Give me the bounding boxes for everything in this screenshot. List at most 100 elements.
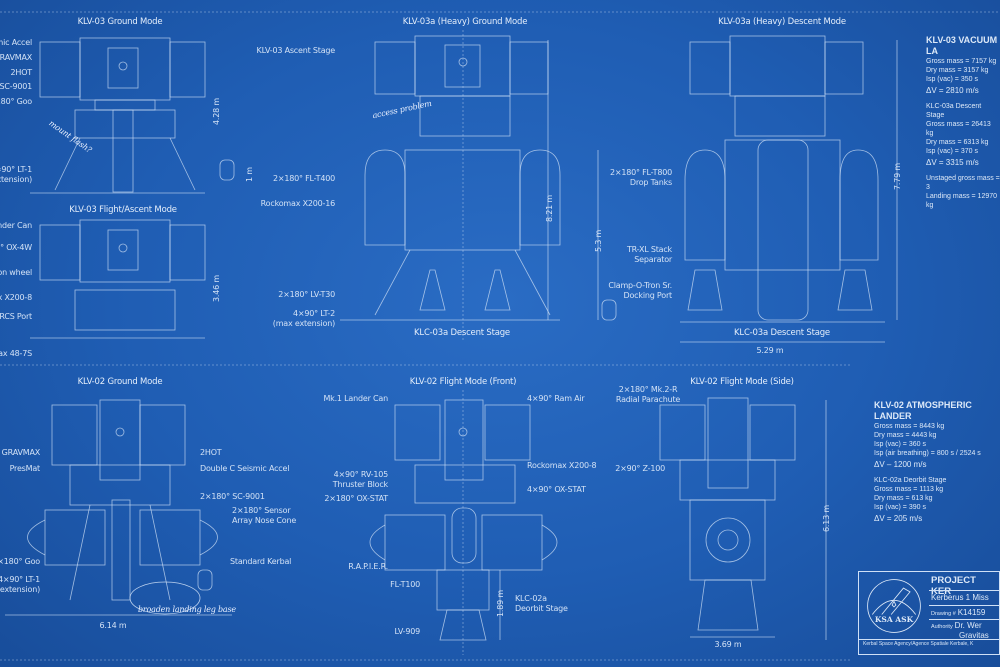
dim-klv03-height: 4.28 m: [212, 98, 221, 125]
callout-lt1-ext: extension): [0, 175, 32, 184]
klv02-ground-title: KLV-02 Ground Mode: [77, 377, 163, 387]
svg-text:KSA ASK: KSA ASK: [875, 615, 914, 624]
stat-line: Gross mass = 8443 kg: [874, 423, 945, 430]
callout-2hot: 2HOT: [10, 68, 33, 77]
klv03a-ground-drawing: [340, 35, 617, 321]
callout-oxstat-2: 2×180° OX-STAT: [324, 494, 388, 503]
callout-clamp-o-tron: Clamp-O-Tron Sr.: [608, 281, 672, 290]
stat-line: Gross mass = 26413 kg: [926, 121, 991, 137]
callout-lt1: =90° LT-1: [0, 165, 32, 174]
callout-x200-8: Rockomax X200-8: [527, 461, 597, 470]
callout-lander-can: Mk.1 Lander Can: [323, 394, 388, 403]
klv02-stats-heading: KLV-02 ATMOSPHERIC LANDER: [874, 400, 972, 421]
klv03a-descent-title: KLV-03a (Heavy) Descent Mode: [718, 17, 846, 27]
stat-line: Dry mass = 6313 kg: [926, 139, 989, 146]
callout-x200-16: Rockomax X200-16: [260, 199, 336, 208]
callout-thruster-block: Thruster Block: [332, 480, 388, 489]
stat-line: Dry mass = 613 kg: [874, 495, 933, 502]
stat-line: Dry mass = 3157 kg: [926, 67, 989, 74]
callout-lt2: 4×90° LT-2: [292, 309, 335, 318]
callout-lander-can: Lander Can: [0, 221, 32, 230]
callout-reaction-wheel: tion wheel: [0, 268, 32, 277]
dim-klv02-side-width: 3.69 m: [714, 640, 742, 649]
callout-goo: 2×180° Goo: [0, 557, 40, 566]
klv03-stats-block: KLV-03 VACUUM LA Gross mass = 7157 kg Dr…: [926, 35, 1000, 210]
callout-tr-xl: TR-XL Stack: [626, 245, 672, 254]
stat-line: Unstaged gross mass = 3: [926, 175, 1000, 191]
klv03-ground-drawing: [30, 37, 235, 194]
callout-lt1-ext: ax extension): [0, 585, 40, 594]
dim-klv03a-width: 5.29 m: [756, 346, 784, 355]
callout-gravmax: GRAVMAX: [0, 53, 32, 62]
klv02-side-title: KLV-02 Flight Mode (Side): [690, 377, 794, 387]
callout-fl-t400: 2×180° FL-T400: [272, 174, 335, 183]
callout-seismic: smic Accel: [0, 38, 32, 47]
stat-line: Isp (air breathing) = 800 s / 2524 s: [874, 450, 981, 457]
callout-ox4w: 0° OX-4W: [0, 243, 32, 252]
klv02-ground-drawing: [5, 399, 232, 616]
stat-line: Landing mass = 12970 kg: [926, 193, 998, 209]
dim-klc02a-height: 1.89 m: [496, 590, 505, 617]
klv03-stats-heading: KLV-03 VACUUM LA: [926, 35, 998, 56]
callout-presmat: PresMat: [9, 464, 41, 473]
callout-sensor: 2×180° Sensor: [232, 506, 291, 515]
callout-nose-cone: Array Nose Cone: [232, 516, 297, 525]
callout-rapier: R.A.P.I.E.R.: [348, 562, 388, 571]
drawing-label: Drawing #: [931, 611, 956, 617]
authority-org: Gravitas: [959, 631, 989, 640]
callout-mk2r: 2×180° Mk.2-R: [618, 385, 678, 394]
callout-fl-t100: FL-T100: [390, 580, 420, 589]
callout-separator: Separator: [634, 255, 672, 264]
callout-sc9001: ° SC-9001: [0, 82, 32, 91]
stat-line: Dry mass = 4443 kg: [874, 432, 937, 439]
callout-parachute: Radial Parachute: [615, 395, 681, 404]
stat-line: Isp (vac) = 360 s: [874, 441, 926, 448]
callout-docking-port: Docking Port: [623, 291, 673, 300]
klv02-front-drawing: [369, 399, 558, 641]
callout-fl-t800: 2×180° FL-T800: [609, 168, 672, 177]
callout-ram-air: 4×90° Ram Air: [527, 394, 585, 403]
klv03-ground-title: KLV-03 Ground Mode: [77, 17, 163, 27]
callout-deorbit-stage: Deorbit Stage: [515, 604, 568, 613]
stat-line: Gross mass = 7157 kg: [926, 58, 997, 65]
authority-label: Authority: [931, 624, 953, 630]
callout-z100: 2×90° Z-100: [615, 464, 665, 473]
callout-rcs-port: r RCS Port: [0, 312, 32, 321]
callout-48-7s: max 48-7S: [0, 349, 32, 358]
mission-name: Kerberus 1 Miss: [931, 593, 989, 602]
dim-klv03a-descent-height: 7.79 m: [893, 163, 902, 190]
dim-klv03a-height: 8.21 m: [545, 195, 554, 222]
callout-lt1: 4×90° LT-1: [0, 575, 40, 584]
callout-rv105: 4×90° RV-105: [333, 470, 389, 479]
dim-klc03a-height: 5.3 m: [594, 229, 603, 252]
authority-name: Dr. Wer: [954, 621, 982, 630]
klc03a-descent-label: KLC-03a Descent Stage: [734, 328, 830, 338]
klv02-front-title: KLV-02 Flight Mode (Front): [409, 377, 517, 387]
stat-line: ΔV = 3315 m/s: [926, 158, 979, 167]
project-title: PROJECT KER: [931, 575, 976, 597]
stat-line: Gross mass = 1113 kg: [874, 486, 944, 493]
klc03a-stage-label: KLC-03a Descent Stage: [414, 328, 510, 338]
callout-drop-tanks: Drop Tanks: [629, 178, 672, 187]
callout-seismic: Double C Seismic Accel: [200, 464, 290, 473]
callout-ascent-stage: KLV-03 Ascent Stage: [256, 46, 336, 55]
klv03-flight-title: KLV-03 Flight/Ascent Mode: [69, 205, 177, 215]
stat-line: KLC-03a Descent Stage: [926, 103, 982, 119]
klv03-flight-drawing: [30, 219, 206, 339]
callout-gravmax: GRAVMAX: [1, 448, 41, 457]
stat-line: Isp (vac) = 350 s: [926, 76, 978, 83]
dim-klv02-height: 6.13 m: [822, 505, 831, 532]
stat-line: Isp (vac) = 370 s: [926, 148, 978, 155]
handwritten-note-broaden: broaden landing leg base: [138, 605, 236, 614]
stat-line: Isp (vac) = 390 s: [874, 504, 926, 511]
stat-line: ΔV – 1200 m/s: [874, 460, 927, 469]
callout-x200-8: ax X200-8: [0, 293, 32, 302]
callout-kerbal: Standard Kerbal: [230, 557, 292, 566]
callout-oxstat-4: 4×90° OX-STAT: [527, 485, 586, 494]
dim-klv03-flight-height: 3.46 m: [212, 275, 221, 302]
callout-klc02a: KLC-02a: [515, 594, 547, 603]
stat-line: ΔV = 205 m/s: [874, 514, 923, 523]
klv03a-descent-drawing: [680, 35, 898, 343]
klv02-side-drawing: [659, 397, 827, 640]
